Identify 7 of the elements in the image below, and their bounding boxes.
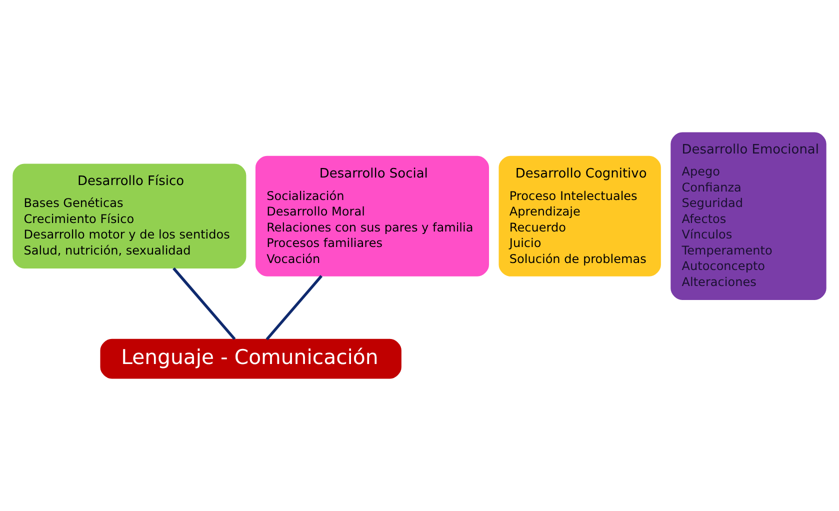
- connector: [266, 275, 322, 340]
- node-box: Desarrollo Social Socialización Desarrollo Moral Relaciones con sus pares y familia Procesos familiares Vocación: [255, 156, 489, 276]
- node-box: Lenguaje - Comunicación: [100, 338, 402, 379]
- node-box: Desarrollo Emocional Apego Confianza Seguridad Afectos Vínculos Temperamento Autoconcepto Alteraciones: [670, 132, 826, 300]
- node-box: Desarrollo Físico Bases Genéticas Crecimiento Físico Desarrollo motor y de los sentidos Salud, nutrición, sexualidad: [12, 164, 246, 268]
- connector: [172, 267, 236, 340]
- node-box: Desarrollo Cognitivo Proceso Intelectuales Aprendizaje Recuerdo Juicio Solución de problemas: [498, 156, 661, 276]
